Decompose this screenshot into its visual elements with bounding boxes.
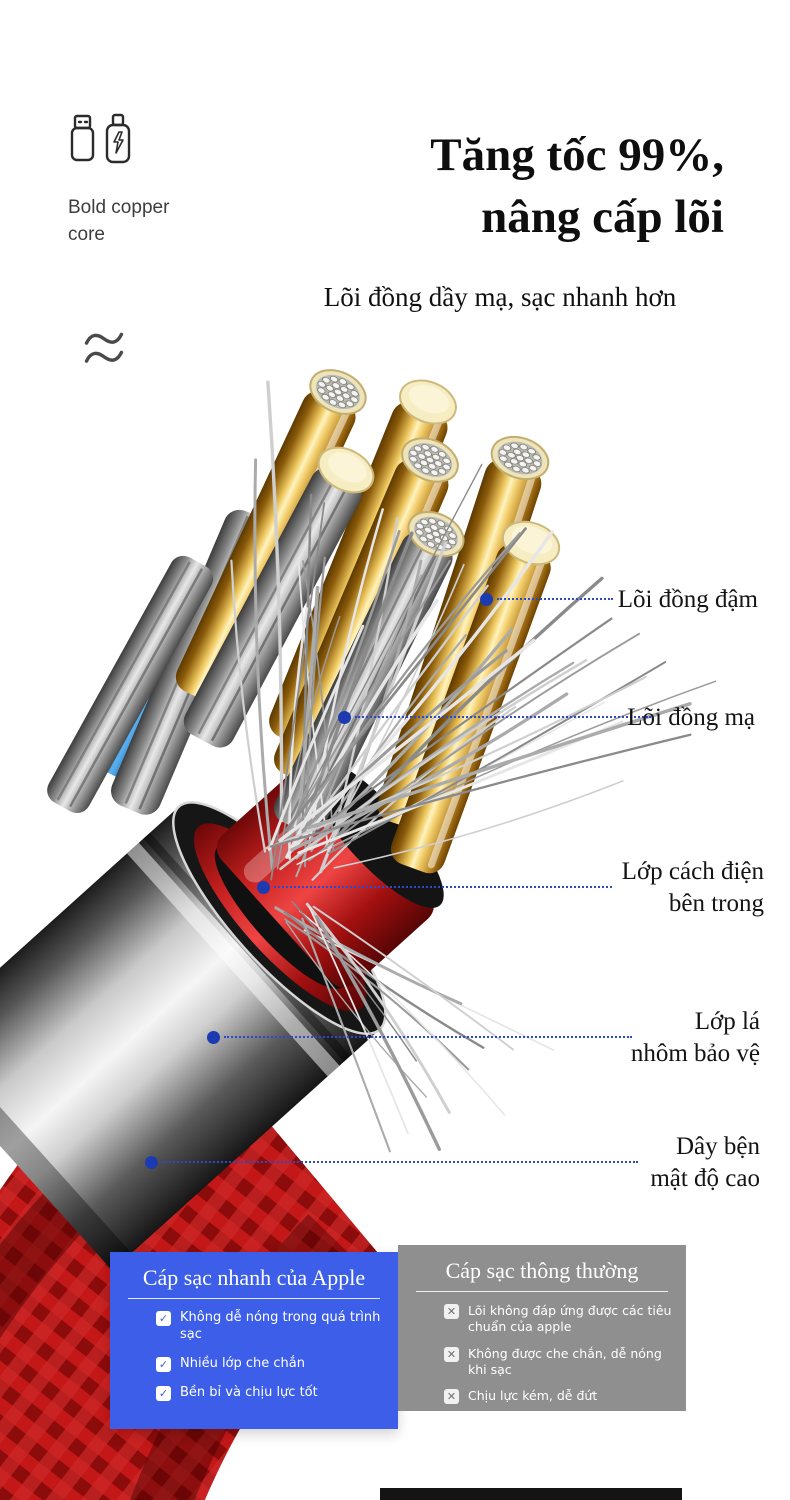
feature-badge-label: Bold copper core [68, 197, 170, 245]
list-item-text: Lõi không đáp ứng được các tiêu chuẩn củ… [468, 1303, 672, 1335]
callout-dot [338, 711, 351, 724]
page-title: Tăng tốc 99%, nâng cấp lõi [430, 124, 724, 248]
list-item-text: Nhiều lớp che chắn [180, 1355, 306, 1371]
list-item: ✕ Chịu lực kém, dễ đứt [444, 1388, 676, 1404]
callout-dot [257, 881, 270, 894]
regular-cable-card: Cáp sạc thông thường ✕ Lõi không đáp ứng… [398, 1245, 686, 1411]
callout-leader-line [224, 1036, 632, 1038]
list-item: ✓ Bền bỉ và chịu lực tốt [156, 1385, 388, 1402]
callout-dot [145, 1156, 158, 1169]
list-item: ✕ Không được che chắn, dễ nóng khi sạc [444, 1346, 676, 1379]
title-line2: nâng cấp lõi [481, 191, 724, 244]
section-divider-bar [380, 1488, 682, 1500]
card-title-rule [128, 1298, 380, 1299]
apple-cable-card: Cáp sạc nhanh của Apple ✓ Không dễ nóng … [110, 1252, 398, 1429]
annotation-label: Lõi đồng đậm [617, 586, 758, 613]
regular-card-items: ✕ Lõi không đáp ứng được các tiêu chuẩn … [398, 1303, 686, 1404]
feature-badge: Bold copper core [68, 110, 218, 248]
check-icon: ✓ [156, 1356, 171, 1372]
apple-card-items: ✓ Không dễ nóng trong quá trình sạc ✓ Nh… [110, 1310, 398, 1402]
cross-icon: ✕ [444, 1346, 459, 1362]
callout-leader-line [162, 1161, 638, 1163]
cross-icon: ✕ [444, 1389, 459, 1404]
callout-leader-line [355, 716, 651, 718]
list-item: ✓ Không dễ nóng trong quá trình sạc [156, 1310, 388, 1344]
callout-dot [207, 1031, 220, 1044]
list-item-text: Không dễ nóng trong quá trình sạc [180, 1310, 381, 1342]
callout-leader-line [497, 598, 613, 600]
page-subtitle: Lõi đồng dầy mạ, sạc nhanh hơn [323, 282, 677, 312]
regular-card-title: Cáp sạc thông thường [445, 1258, 639, 1283]
callout-dot [480, 593, 493, 606]
cross-icon: ✕ [444, 1304, 459, 1319]
list-item-text: Không được che chắn, dễ nóng khi sạc [468, 1345, 662, 1377]
inner-insulation [216, 765, 434, 988]
check-icon: ✓ [156, 1311, 171, 1326]
usb-cable-icon [70, 113, 131, 164]
check-icon: ✓ [156, 1385, 171, 1401]
heat-wave-icon [84, 332, 124, 363]
list-item-text: Bền bỉ và chịu lực tốt [180, 1384, 318, 1400]
list-item-text: Chịu lực kém, dễ đứt [468, 1388, 598, 1403]
card-title-rule [416, 1291, 668, 1292]
foil-shield-collar [0, 756, 444, 1271]
annotation-label: Lõi đồng mạ [627, 704, 755, 731]
list-item: ✕ Lõi không đáp ứng được các tiêu chuẩn … [444, 1303, 676, 1336]
apple-card-title: Cáp sạc nhanh của Apple [142, 1265, 366, 1290]
list-item: ✓ Nhiều lớp che chắn [156, 1356, 388, 1373]
cable-cutaway-illustration [0, 360, 717, 1500]
title-line1: Tăng tốc 99%, [430, 129, 724, 181]
callout-leader-line [274, 886, 612, 888]
